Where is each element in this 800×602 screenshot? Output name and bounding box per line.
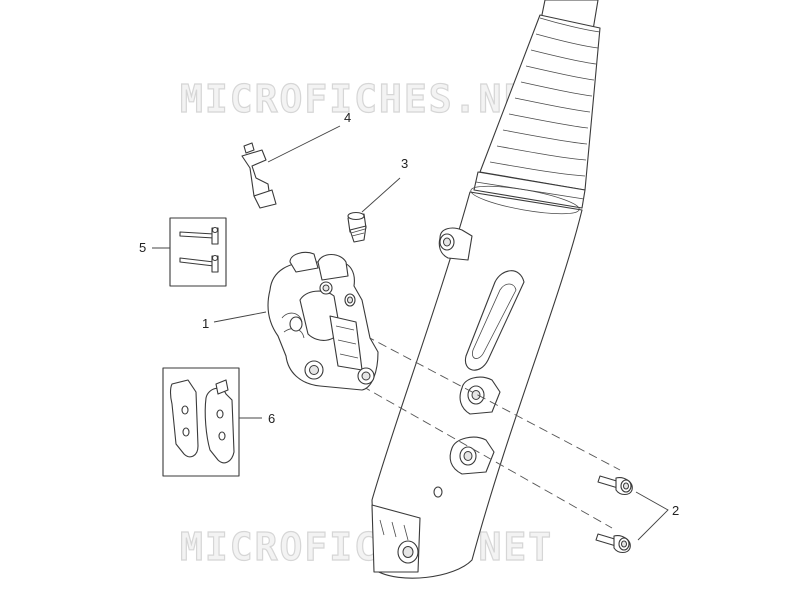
brake-pads [162, 367, 240, 477]
callout-4: 4 [344, 110, 351, 125]
brake-caliper [267, 251, 379, 391]
leader-line-1 [213, 311, 267, 323]
pad-pins [169, 217, 227, 287]
leader-line-3 [361, 177, 401, 213]
callout-6: 6 [268, 411, 275, 426]
watermark-top: MICROFICHES.NET [180, 77, 553, 121]
callout-3: 3 [401, 156, 408, 171]
hose-bracket [241, 142, 277, 209]
mid-caliper-lug [459, 376, 501, 415]
callout-1: 1 [202, 316, 209, 331]
alignment-line-upper [365, 335, 621, 471]
leader-line-4 [267, 125, 341, 163]
fork-boot [479, 14, 601, 191]
callout-5: 5 [139, 240, 146, 255]
front-fork [371, 0, 601, 579]
watermark-bottom: MICROFICHES.NET [180, 525, 553, 569]
bleed-valve [347, 211, 367, 243]
alignment-line-lower [361, 385, 613, 529]
upper-caliper-lug [438, 227, 473, 261]
mounting-bolt-lower [595, 533, 631, 554]
mounting-bolt-upper [597, 475, 633, 496]
callout-2: 2 [672, 503, 679, 518]
axle-boss [371, 504, 421, 573]
lower-caliper-lug [449, 436, 495, 475]
leader-line-2 [635, 491, 669, 541]
